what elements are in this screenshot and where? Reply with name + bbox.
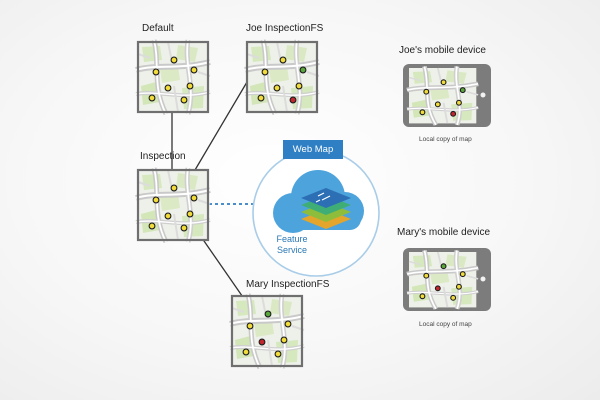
inspection-point-yellow [246, 322, 254, 330]
points-default [148, 56, 198, 104]
inspection-point-yellow [440, 79, 447, 86]
label-local-copy-joe: Local copy of map [419, 136, 472, 143]
inspection-point-yellow [186, 210, 194, 218]
feature-service-label: Feature Service [274, 234, 310, 256]
inspection-point-yellow [180, 224, 188, 232]
inspection-point-yellow [148, 94, 156, 102]
tablet-joe [403, 64, 491, 127]
inspection-point-yellow [273, 84, 281, 92]
inspection-point-green [440, 263, 447, 270]
label-local-copy-mary: Local copy of map [419, 321, 472, 328]
inspection-point-yellow [455, 283, 462, 290]
map-mary-inspectionfs [230, 294, 304, 368]
inspection-point-yellow [274, 350, 282, 358]
label-joe-inspectionfs: Joe InspectionFS [246, 23, 324, 34]
map-inspection [136, 168, 210, 242]
inspection-point-yellow [190, 194, 198, 202]
tablet-mary-home-button [480, 276, 486, 282]
inspection-point-yellow [164, 212, 172, 220]
inspection-point-red [450, 110, 457, 117]
inspection-point-yellow [279, 56, 287, 64]
tablet-joe-home-button [480, 92, 486, 98]
inspection-point-yellow [434, 101, 441, 108]
inspection-point-yellow [190, 66, 198, 74]
inspection-point-yellow [242, 348, 250, 356]
inspection-point-yellow [152, 196, 160, 204]
inspection-point-green [459, 87, 466, 94]
label-mary-inspectionfs: Mary InspectionFS [246, 279, 330, 290]
connector-inspection-joe [194, 81, 248, 171]
inspection-point-red [258, 338, 266, 346]
map-default [136, 40, 210, 114]
points-joe [257, 56, 307, 104]
inspection-point-yellow [419, 109, 426, 116]
points-joe-device [419, 79, 466, 117]
feature-service-label-line1: Feature [276, 234, 308, 244]
inspection-point-yellow [450, 294, 457, 301]
inspection-point-yellow [148, 222, 156, 230]
tablet-joe-screen [407, 66, 478, 124]
inspection-point-yellow [419, 293, 426, 300]
inspection-point-yellow [280, 336, 288, 344]
inspection-point-yellow [152, 68, 160, 76]
inspection-point-yellow [423, 272, 430, 279]
tablet-mary-screen [407, 250, 478, 308]
inspection-point-yellow [284, 320, 292, 328]
points-inspection [148, 184, 198, 232]
label-default: Default [142, 23, 174, 34]
inspection-point-yellow [257, 94, 265, 102]
inspection-point-green [264, 310, 272, 318]
inspection-point-yellow [186, 82, 194, 90]
inspection-point-yellow [459, 271, 466, 278]
layers-icon [301, 188, 351, 229]
inspection-point-yellow [295, 82, 303, 90]
points-mary-device [419, 263, 466, 301]
label-inspection: Inspection [140, 151, 186, 162]
web-map-button[interactable]: Web Map [283, 140, 343, 159]
points-mary [242, 310, 292, 358]
inspection-point-yellow [170, 184, 178, 192]
label-joe-mobile-device: Joe's mobile device [399, 45, 486, 56]
feature-service-label-line2: Service [276, 245, 307, 255]
cloud-feature-service [252, 149, 380, 277]
inspection-point-yellow [261, 68, 269, 76]
inspection-point-green [299, 66, 307, 74]
inspection-point-red [289, 96, 297, 104]
tablet-mary [403, 248, 491, 311]
map-joe-inspectionfs [245, 40, 319, 114]
inspection-point-yellow [455, 99, 462, 106]
label-mary-mobile-device: Mary's mobile device [397, 227, 491, 238]
inspection-point-red [434, 285, 441, 292]
inspection-point-yellow [164, 84, 172, 92]
inspection-point-yellow [170, 56, 178, 64]
inspection-point-yellow [423, 88, 430, 95]
inspection-point-yellow [180, 96, 188, 104]
